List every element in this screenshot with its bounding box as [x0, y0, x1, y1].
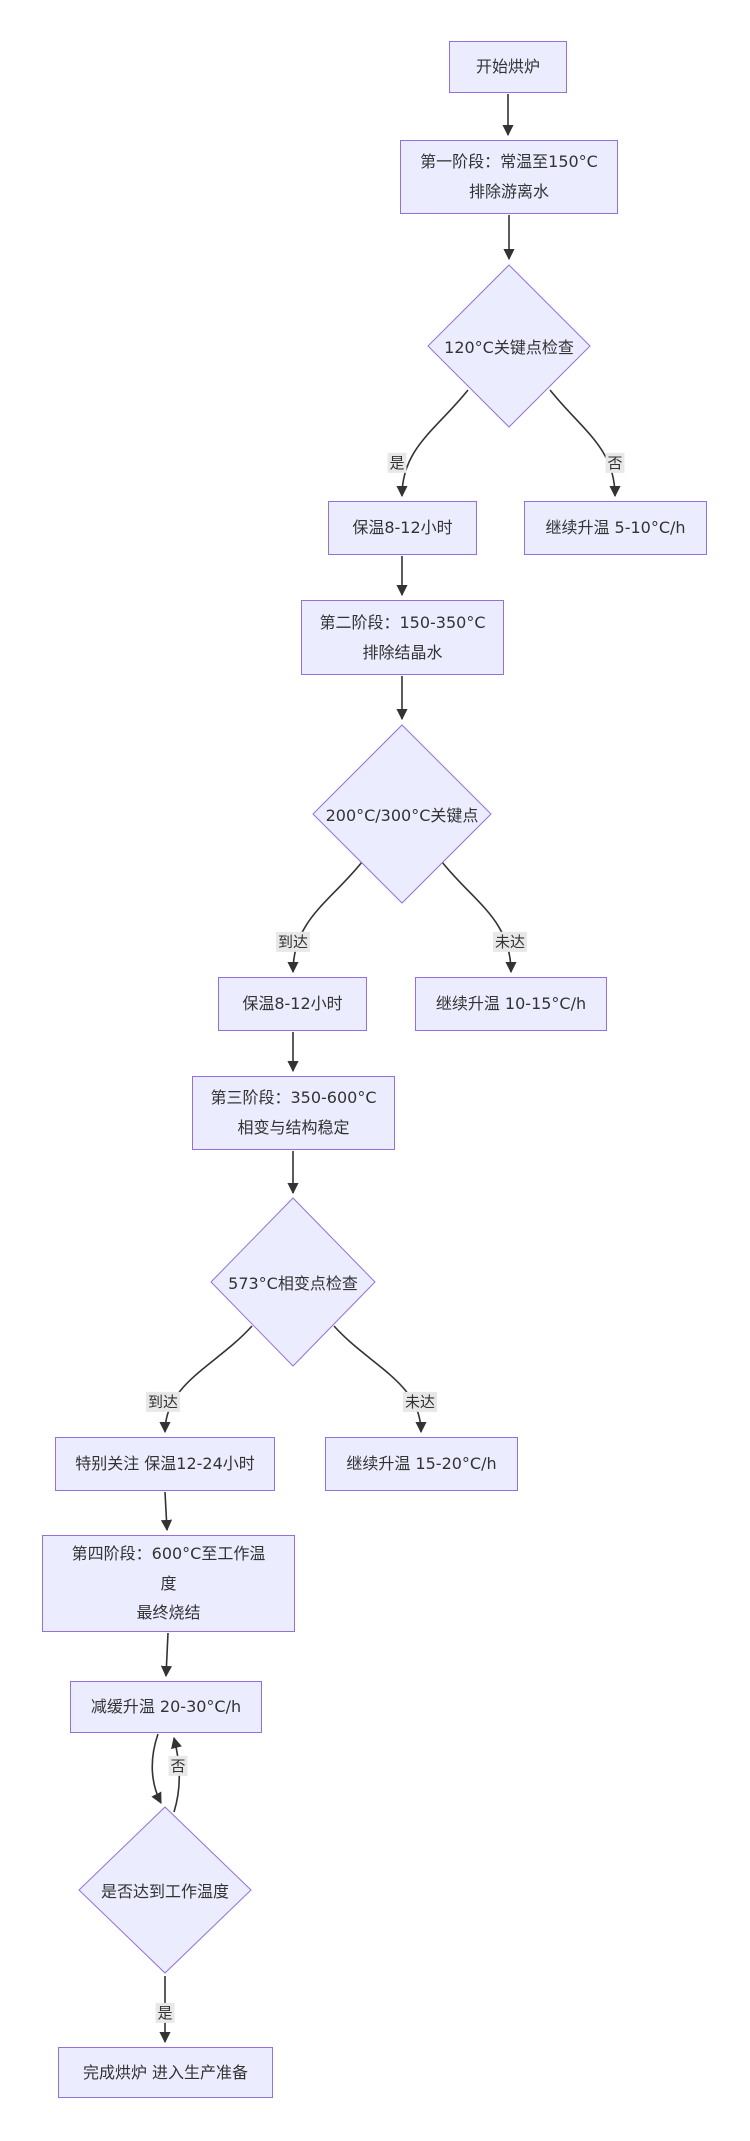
decision-work-temp-shape [78, 1806, 252, 1974]
decision-check573-shape [210, 1197, 376, 1367]
decision-check200-300-label: 200°C/300°C关键点 [325, 806, 479, 825]
node-stage1: 第一阶段：常温至150°C 排除游离水 [400, 140, 618, 214]
edge-special-to-stage4 [160, 1491, 173, 1532]
decision-check120-label: 120°C关键点检查 [444, 338, 574, 357]
edge-check200-notreached-to-cont2 [441, 861, 517, 974]
edge-label-reached3: 到达 [145, 1391, 181, 1413]
edge-label-no1: 否 [605, 452, 625, 474]
node-stage4: 第四阶段：600°C至工作温 度 最终烧结 [42, 1535, 295, 1632]
node-slow-heat: 减缓升温 20-30°C/h [70, 1681, 262, 1733]
node-stage2-line2: 排除结晶水 [362, 642, 443, 662]
node-stage4-line1: 第四阶段：600°C至工作温 [71, 1544, 266, 1564]
node-continue-heat2: 继续升温 10-15°C/h [415, 977, 607, 1031]
node-stage1-line2: 排除游离水 [468, 182, 549, 201]
node-stage2-line1: 第二阶段：150-350°C [319, 612, 486, 632]
node-stage3-line1: 第三阶段：350-600°C [210, 1088, 377, 1108]
node-done: 完成烘炉 进入生产准备 [58, 2047, 273, 2098]
node-slow-heat-label: 减缓升温 20-30°C/h [90, 1697, 242, 1717]
edge-check120-yes-to-hold1 [396, 389, 469, 498]
edge-label-notreached2: 未达 [492, 931, 528, 953]
decision-check120: 120°C关键点检查 [427, 264, 591, 428]
edge-label-yes1: 是 [387, 452, 407, 474]
node-start-label: 开始烘炉 [475, 57, 540, 77]
decision-check573-label: 573°C相变点检查 [228, 1274, 358, 1293]
edge-check573-notreached-to-cont3 [333, 1325, 427, 1434]
node-stage4-line3: 最终烧结 [136, 1603, 201, 1623]
edge-stage4-to-slowheat [160, 1632, 173, 1678]
node-special-hold: 特别关注 保温12-24小时 [55, 1437, 275, 1491]
node-continue-heat1-label: 继续升温 5-10°C/h [545, 518, 686, 538]
node-stage3: 第三阶段：350-600°C 相变与结构稳定 [192, 1076, 395, 1150]
edge-check120-no-to-cont1 [549, 389, 621, 498]
decision-check200-300-shape [312, 724, 492, 904]
node-hold2: 保温8-12小时 [218, 977, 367, 1031]
node-hold1-label: 保温8-12小时 [352, 518, 453, 538]
node-continue-heat1: 继续升温 5-10°C/h [524, 501, 707, 555]
node-start: 开始烘炉 [449, 41, 567, 93]
decision-check573: 573°C相变点检查 [210, 1197, 376, 1367]
decision-check200-300: 200°C/300°C关键点 [312, 724, 492, 904]
node-stage4-line2: 度 [160, 1573, 177, 1593]
node-continue-heat3-label: 继续升温 15-20°C/h [346, 1454, 497, 1474]
edge-check573-reached-to-special [159, 1325, 253, 1434]
node-stage2: 第二阶段：150-350°C 排除结晶水 [301, 600, 504, 675]
node-continue-heat3: 继续升温 15-20°C/h [325, 1437, 518, 1491]
node-stage3-line2: 相变与结构稳定 [237, 1118, 350, 1137]
decision-check120-shape [427, 264, 591, 428]
node-stage1-line1: 第一阶段：常温至150°C [420, 152, 598, 172]
edge-label-no-loop: 否 [168, 1755, 188, 1777]
decision-work-temp-label: 是否达到工作温度 [100, 1882, 229, 1901]
edge-label-reached2: 到达 [275, 931, 311, 953]
node-special-hold-label: 特别关注 保温12-24小时 [75, 1454, 255, 1474]
node-done-label: 完成烘炉 进入生产准备 [82, 2062, 249, 2082]
edge-label-notreached3: 未达 [402, 1391, 438, 1413]
node-continue-heat2-label: 继续升温 10-15°C/h [435, 994, 587, 1014]
decision-work-temp: 是否达到工作温度 [78, 1806, 252, 1974]
edge-slowheat-to-checkwork [151, 1733, 162, 1804]
edge-check200-reached-to-hold2 [287, 861, 363, 974]
node-hold2-label: 保温8-12小时 [242, 994, 343, 1014]
node-hold1: 保温8-12小时 [328, 501, 477, 555]
edge-label-yes-final: 是 [155, 2002, 175, 2024]
